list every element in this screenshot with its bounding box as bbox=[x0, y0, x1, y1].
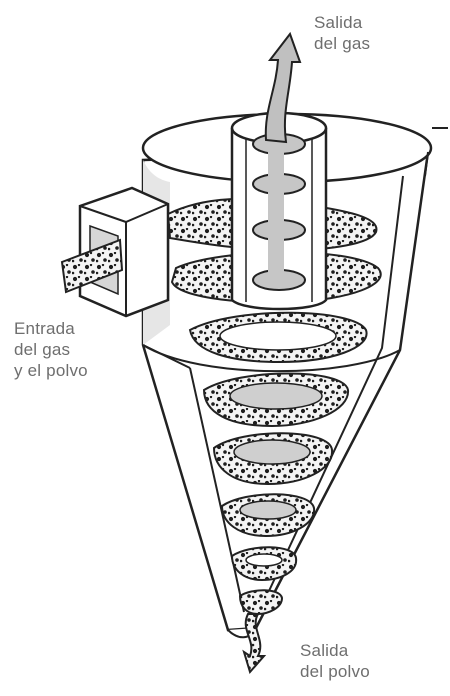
gas-inlet-label: Entrada del gas y el polvo bbox=[14, 318, 88, 381]
dust-outlet-label-line-1: Salida bbox=[300, 640, 370, 661]
gas-outlet-label-line-1: Salida bbox=[314, 12, 370, 33]
gas-inlet-label-line-2: del gas bbox=[14, 339, 88, 360]
dust-outlet-label-line-2: del polvo bbox=[300, 661, 370, 682]
inlet-duct bbox=[62, 188, 168, 316]
dust-outlet-arrow-icon bbox=[244, 614, 264, 672]
gas-inlet-label-line-1: Entrada bbox=[14, 318, 88, 339]
gas-outlet-label: Salida del gas bbox=[314, 12, 370, 54]
vortex-finder-tube bbox=[232, 113, 326, 309]
gas-outlet-label-line-2: del gas bbox=[314, 33, 370, 54]
dust-outlet-label: Salida del polvo bbox=[300, 640, 370, 682]
gas-inlet-label-line-3: y el polvo bbox=[14, 360, 88, 381]
